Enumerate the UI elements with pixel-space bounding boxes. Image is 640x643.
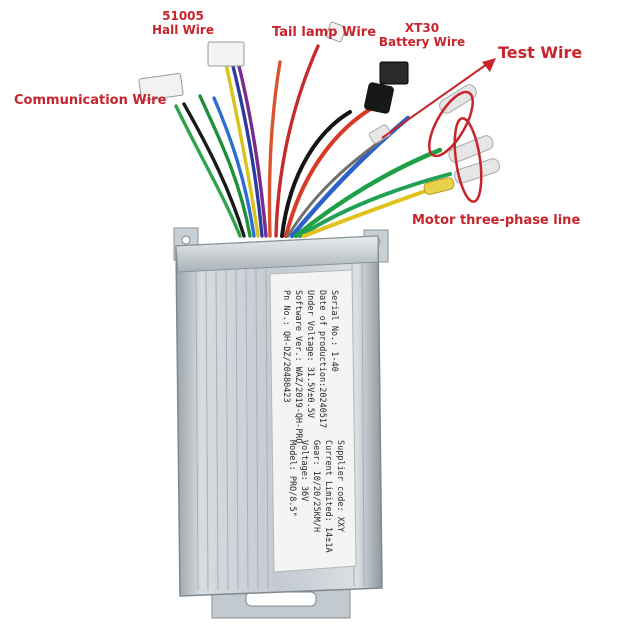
sticker-line: Gear: 10/20/25KM/H [311, 440, 321, 532]
test-wire-terminal [368, 124, 392, 144]
sticker-line: Supplier code: XXY [335, 440, 345, 532]
sticker-line: Voltage: 36V [299, 440, 309, 501]
communication-wire-label: Communication Wire [14, 93, 167, 108]
xt30-battery-wire-label: XT30 Battery Wire [378, 21, 466, 50]
hall-wire-label: 51005 Hall Wire [148, 9, 218, 38]
sticker-line: Serial No.: 1-40 [329, 290, 339, 372]
hall-connector [207, 41, 245, 67]
communication-connector [138, 72, 184, 102]
sticker-line: Pn No.: QH-DZ/20480423 [281, 290, 291, 403]
xt30-code: XT30 [404, 21, 440, 35]
sticker-line: Software Ver.: WAZ/2019-QH-PRO [293, 290, 303, 444]
hall-connector-code: 51005 [162, 9, 204, 23]
sticker-line: Model: PRO/8.5" [287, 440, 297, 517]
motor-phase-terminals [423, 84, 500, 195]
wire-bundle [174, 44, 452, 239]
test-wire-arrow [381, 58, 496, 139]
sticker-line: Under Voltage: 31.5V±0.5V [305, 290, 315, 418]
test-wire-label: Test Wire [498, 43, 583, 62]
hall-wire-text: Hall Wire [152, 22, 214, 37]
tail-lamp-connector [325, 21, 347, 43]
xt30-connector [364, 61, 409, 114]
tail-lamp-wire-label: Tail lamp Wire [272, 25, 377, 40]
motor-phase-highlight [453, 117, 483, 203]
battery-wire-text: Battery Wire [378, 34, 466, 49]
motor-three-phase-label: Motor three-phase line [412, 213, 581, 228]
test-wire-highlight [428, 90, 474, 158]
sticker-line: Date of production:20240517 [317, 290, 327, 428]
sticker-line: Current Limited: 14±1A [323, 440, 333, 553]
